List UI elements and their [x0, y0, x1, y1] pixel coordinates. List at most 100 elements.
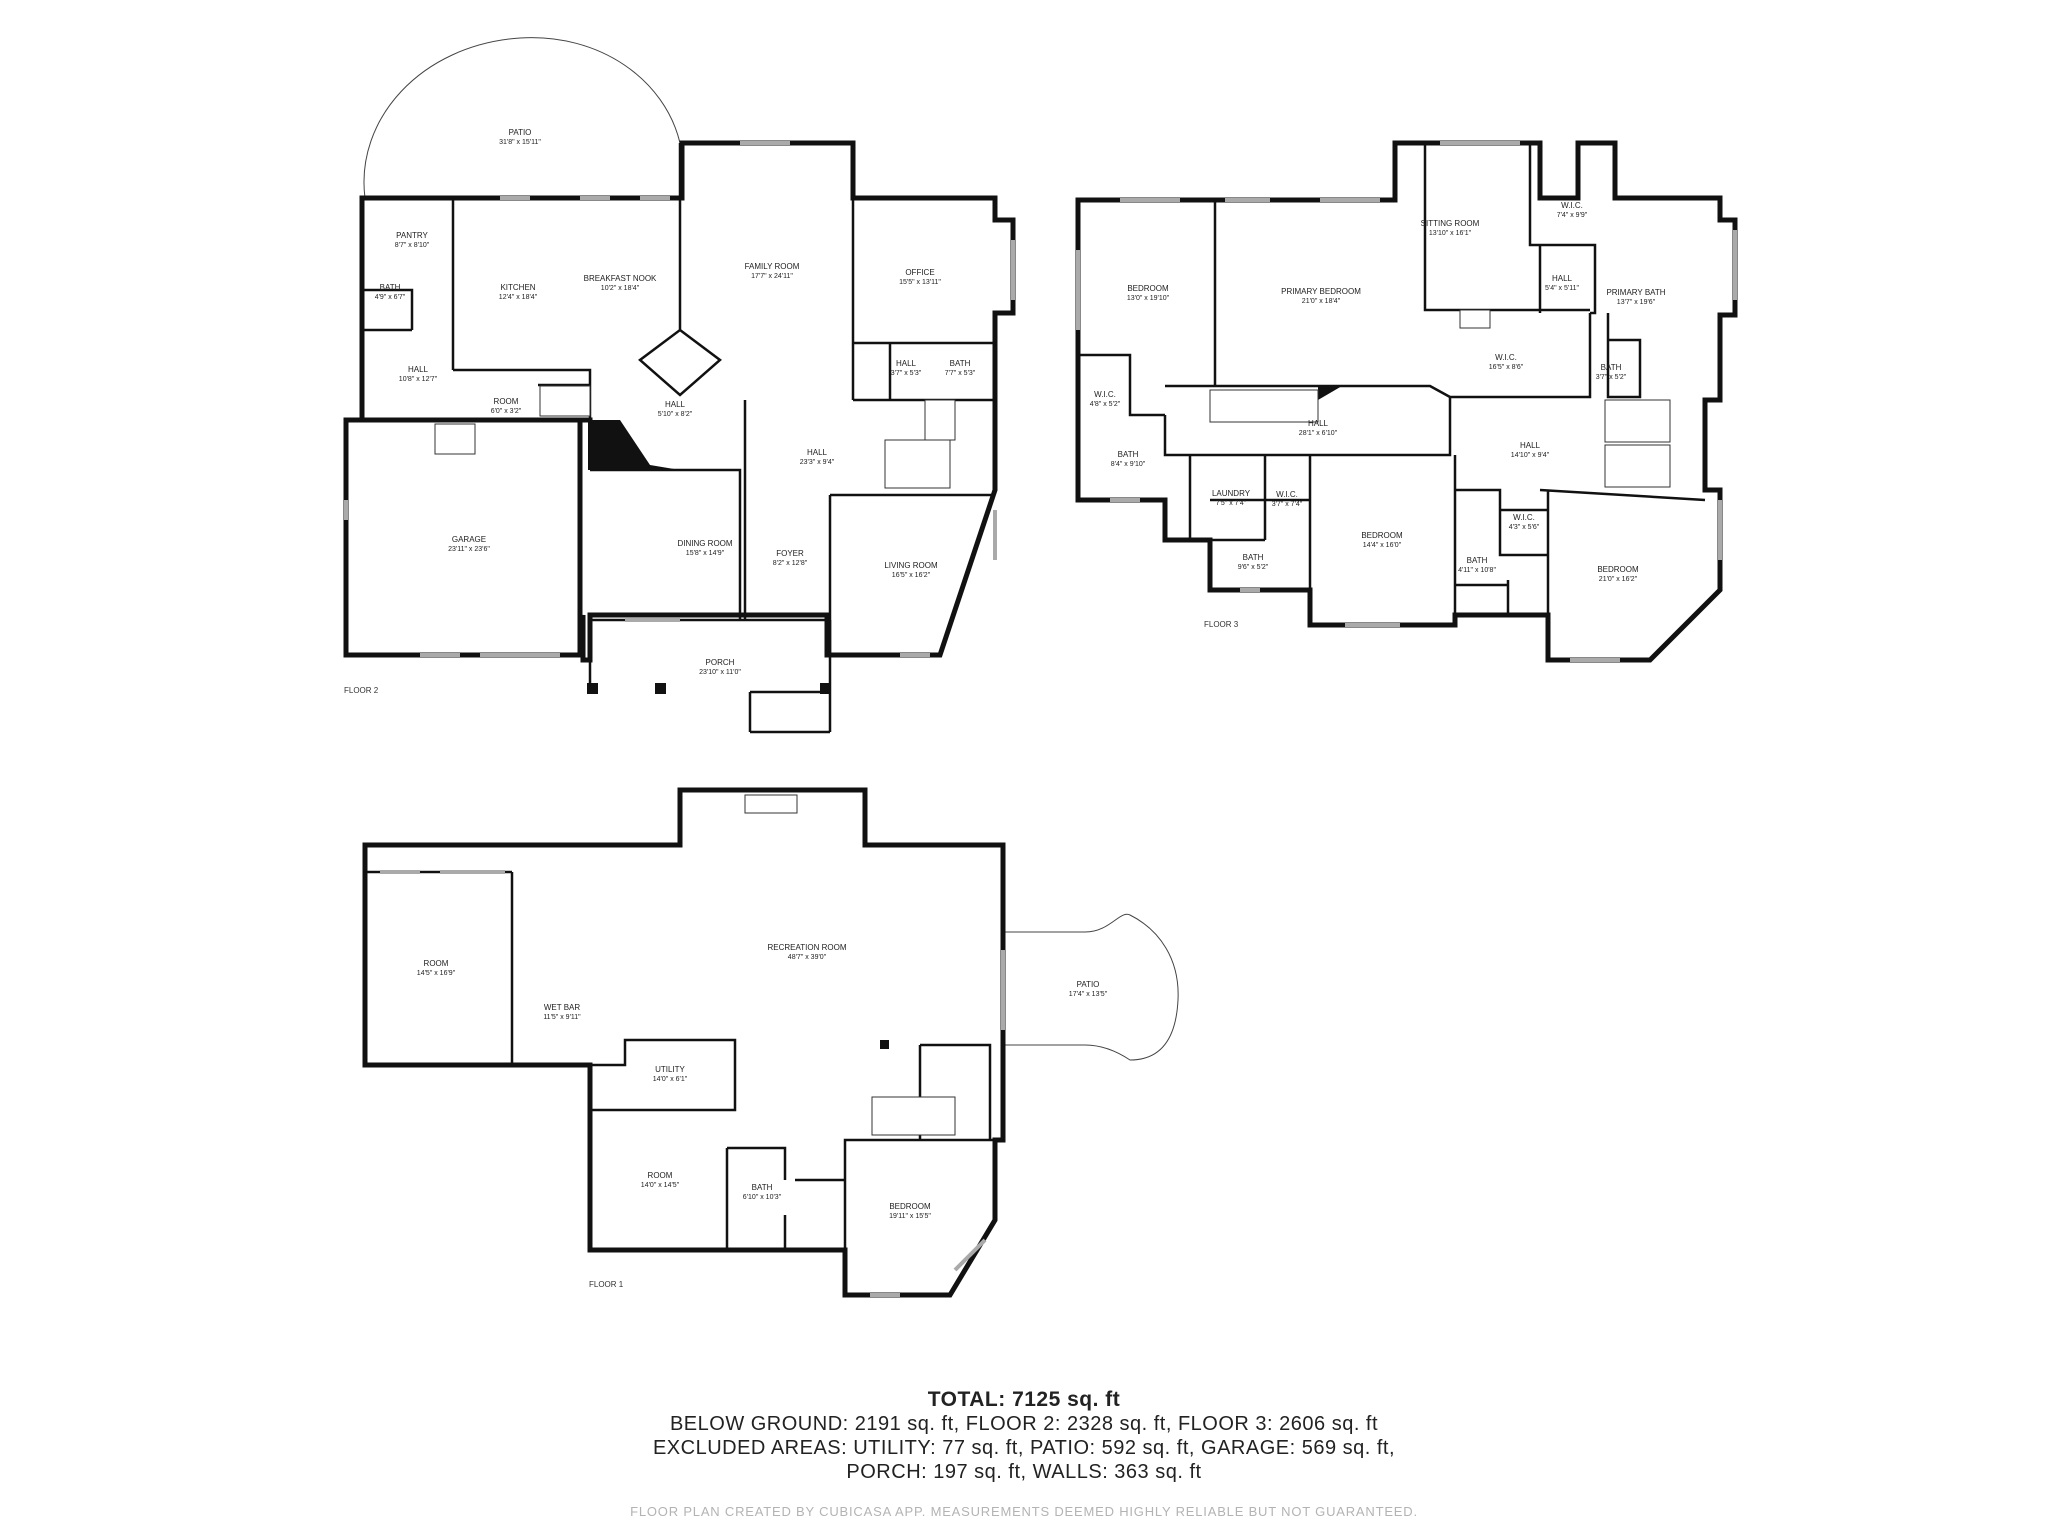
- room-name-label: GARAGE: [452, 535, 486, 544]
- column: [880, 1040, 889, 1049]
- floor-2-plan: FLOOR 2: [343, 37, 1016, 734]
- room-dimensions-label: 6'0" x 3'2": [491, 408, 522, 415]
- room-dimensions-label: 15'8" x 14'9": [686, 550, 725, 557]
- room-name-label: BATH: [752, 1183, 773, 1192]
- room-dimensions-label: 10'2" x 18'4": [601, 285, 640, 292]
- room-name-label: RECREATION ROOM: [768, 943, 847, 952]
- room-name-label: W.I.C.: [1495, 353, 1517, 362]
- room-name-label: BREAKFAST NOOK: [584, 274, 657, 283]
- room-name-label: BATH: [1601, 363, 1622, 372]
- room-dimensions-label: 8'4" x 9'10": [1111, 461, 1146, 468]
- room-name-label: DINING ROOM: [677, 539, 732, 548]
- floor-2-windows: [344, 141, 1015, 657]
- room-dimensions-label: 14'10" x 9'4": [1511, 452, 1550, 459]
- room-name-label: W.I.C.: [1276, 490, 1298, 499]
- room-dimensions-label: 14'0" x 14'5": [641, 1182, 680, 1189]
- stair-void: [1318, 386, 1342, 400]
- room-dimensions-label: 7'5" x 7'4": [1216, 500, 1247, 507]
- room-name-label: PANTRY: [396, 231, 428, 240]
- floor-3-interior-walls: [1078, 143, 1706, 625]
- floor-3-label: FLOOR 3: [1204, 620, 1239, 629]
- room-name-label: W.I.C.: [1513, 513, 1535, 522]
- room-name-label: HALL: [1552, 274, 1573, 283]
- room-name-label: UTILITY: [655, 1065, 685, 1074]
- room-dimensions-label: 8'2" x 12'8": [773, 560, 808, 567]
- room-dimensions-label: 4'3" x 5'6": [1509, 524, 1540, 531]
- room-dimensions-label: 15'5" x 13'11": [899, 279, 941, 286]
- room-dimensions-label: 14'5" x 16'9": [417, 970, 456, 977]
- room-name-label: BATH: [950, 359, 971, 368]
- room-dimensions-label: 14'4" x 16'0": [1363, 542, 1402, 549]
- floor-1-windows: [380, 870, 1005, 1297]
- room-name-label: BEDROOM: [889, 1202, 931, 1211]
- room-name-label: BATH: [1467, 556, 1488, 565]
- total-area: TOTAL: 7125 sq. ft: [927, 1388, 1121, 1411]
- floor-1-plan: FLOOR 1: [362, 787, 1179, 1298]
- excluded-areas-cont: PORCH: 197 sq. ft, WALLS: 363 sq. ft: [846, 1461, 1202, 1483]
- room-dimensions-label: 23'3" x 9'4": [800, 459, 835, 466]
- floor-1-label: FLOOR 1: [589, 1280, 624, 1289]
- room-name-label: ROOM: [648, 1171, 673, 1180]
- interior-walls: [362, 143, 995, 655]
- room-name-label: W.I.C.: [1561, 201, 1583, 210]
- room-dimensions-label: 31'8" x 15'11": [499, 139, 541, 146]
- room-name-label: PATIO: [1077, 980, 1100, 989]
- stair-void: [588, 420, 680, 470]
- room-dimensions-label: 4'9" x 6'7": [375, 294, 406, 301]
- room-name-label: FOYER: [776, 549, 804, 558]
- room-dimensions-label: 16'5" x 8'6": [1489, 364, 1524, 371]
- porch-post: [655, 683, 666, 694]
- room-dimensions-label: 13'0" x 19'10": [1127, 295, 1170, 302]
- room-dimensions-label: 21'0" x 18'4": [1302, 298, 1341, 305]
- room-name-label: HALL: [807, 448, 828, 457]
- floor-3-stairs: [1209, 309, 1671, 488]
- excluded-areas: EXCLUDED AREAS: UTILITY: 77 sq. ft, PATI…: [652, 1437, 1396, 1459]
- room-dimensions-label: 3'7" x 5'2": [1596, 374, 1627, 381]
- patio-outline: [1005, 913, 1179, 1061]
- room-name-label: BATH: [380, 283, 401, 292]
- room-dimensions-label: 48'7" x 39'0": [788, 954, 827, 961]
- room-name-label: HALL: [1520, 441, 1541, 450]
- room-dimensions-label: 3'7" x 7'4": [1272, 501, 1303, 508]
- porch-walls: [588, 618, 832, 734]
- floor-3-plan: FLOOR 3: [1075, 140, 1738, 663]
- room-dimensions-label: 5'10" x 8'2": [658, 411, 693, 418]
- area-breakdown: BELOW GROUND: 2191 sq. ft, FLOOR 2: 2328…: [669, 1413, 1379, 1435]
- room-dimensions-label: 9'6" x 5'2": [1238, 564, 1269, 571]
- room-name-label: PORCH: [706, 658, 735, 667]
- room-name-label: KITCHEN: [500, 283, 535, 292]
- patio-outline: [363, 37, 681, 199]
- room-dimensions-label: 3'7" x 5'3": [891, 370, 922, 377]
- room-name-label: BATH: [1118, 450, 1139, 459]
- room-name-label: BEDROOM: [1597, 565, 1639, 574]
- room-dimensions-label: 13'7" x 19'6": [1617, 299, 1656, 306]
- room-name-label: LIVING ROOM: [884, 561, 938, 570]
- floor-3-windows: [1076, 141, 1737, 662]
- room-dimensions-label: 14'0" x 6'1": [653, 1076, 688, 1083]
- room-name-label: WET BAR: [544, 1003, 581, 1012]
- room-dimensions-label: 12'4" x 18'4": [499, 294, 538, 301]
- room-dimensions-label: 28'1" x 6'10": [1299, 430, 1338, 437]
- room-name-label: HALL: [665, 400, 686, 409]
- room-dimensions-label: 13'10" x 16'1": [1429, 230, 1472, 237]
- room-name-label: HALL: [1308, 419, 1329, 428]
- room-name-label: HALL: [896, 359, 917, 368]
- room-dimensions-label: 23'10" x 11'0": [699, 669, 741, 676]
- room-dimensions-label: 4'8" x 5'2": [1090, 401, 1121, 408]
- room-name-label: ROOM: [424, 959, 449, 968]
- room-dimensions-label: 16'5" x 16'2": [892, 572, 931, 579]
- room-name-label: SITTING ROOM: [1421, 219, 1480, 228]
- room-name-label: BEDROOM: [1361, 531, 1403, 540]
- room-name-label: PATIO: [509, 128, 532, 137]
- room-name-label: BATH: [1243, 553, 1264, 562]
- room-dimensions-label: 17'7" x 24'11": [751, 273, 793, 280]
- room-dimensions-label: 4'11" x 10'8": [1458, 567, 1496, 574]
- room-name-label: HALL: [408, 365, 429, 374]
- floor-2-label: FLOOR 2: [344, 686, 379, 695]
- porch-post: [820, 683, 831, 694]
- room-dimensions-label: 11'5" x 9'11": [543, 1014, 581, 1021]
- fireplace: [744, 794, 798, 814]
- room-name-label: PRIMARY BEDROOM: [1281, 287, 1361, 296]
- porch-post: [587, 683, 598, 694]
